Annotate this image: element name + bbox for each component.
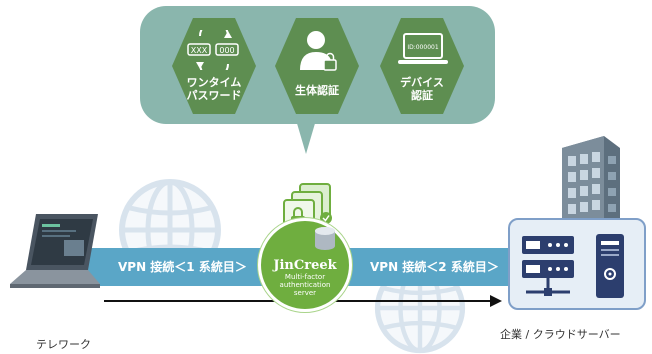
badge-text: JinCreek Multi-factor authentication ser…	[258, 258, 352, 297]
office-building-icon	[562, 136, 620, 232]
otp-label-line1: ワンタイム	[186, 76, 242, 89]
device-laptop-icon: ID:000001	[398, 33, 448, 64]
biometric-label: 生体認証	[275, 84, 359, 97]
biometric-label-line1: 生体認証	[295, 84, 339, 97]
badge-line3: server	[293, 289, 317, 297]
badge-line1: Multi-factor	[284, 273, 326, 281]
device-label-line2: 認証	[411, 89, 433, 102]
device-id-text: ID:000001	[407, 44, 438, 51]
vpn-label-line1: VPN 接続＜1 系統目＞	[118, 260, 247, 274]
otp-icon-digits: 000	[219, 46, 234, 55]
otp-label: ワンタイム パスワード	[172, 76, 256, 102]
badge-brand: JinCreek	[273, 258, 337, 273]
vpn-label-line2: VPN 接続＜2 系統目＞	[370, 260, 499, 274]
database-icon	[315, 227, 335, 250]
badge-line2: authentication	[279, 281, 331, 289]
device-label-line1: デバイス	[400, 76, 444, 89]
bubble-tail	[296, 120, 316, 154]
jincreek-badge	[258, 218, 352, 312]
device-label: デバイス 認証	[380, 76, 464, 102]
one-time-password-icon: XXX 000	[187, 30, 239, 70]
telework-caption: テレワーク	[36, 338, 91, 351]
otp-hexagon	[172, 18, 256, 114]
laptop-icon	[10, 214, 100, 288]
arrow-head-icon	[490, 295, 502, 307]
otp-icon-text: XXX	[191, 46, 208, 55]
biometric-user-icon	[300, 31, 337, 71]
server-rack-icon	[522, 234, 624, 298]
otp-label-line2: パスワード	[186, 89, 242, 102]
enterprise-caption: 企業 / クラウドサーバー	[500, 328, 621, 341]
